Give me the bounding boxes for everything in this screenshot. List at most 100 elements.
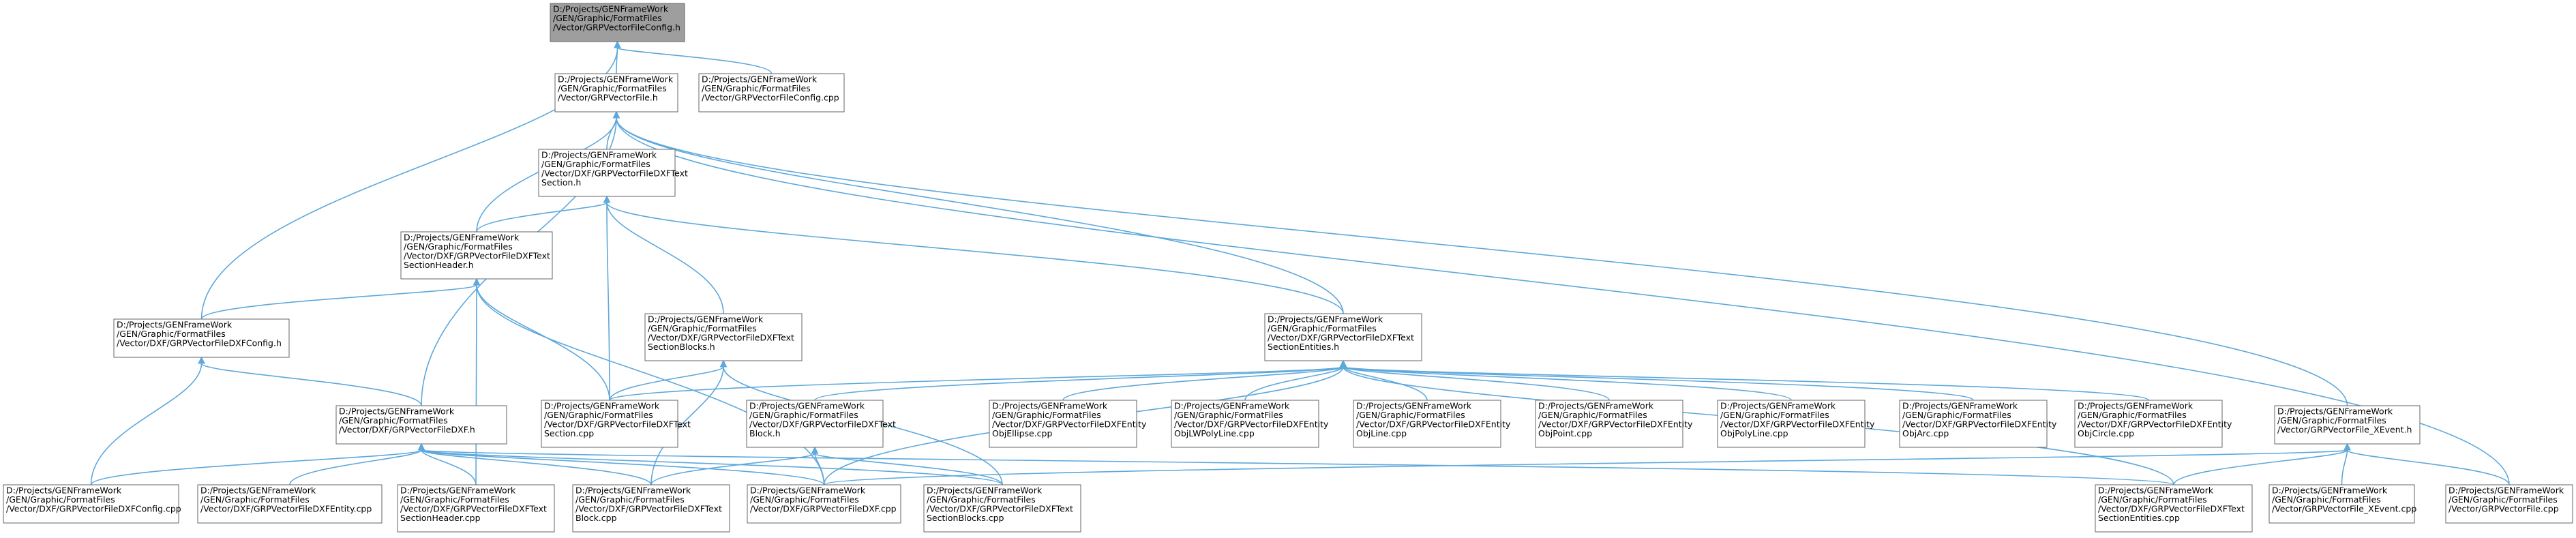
file-node-label-line: Section.cpp bbox=[544, 428, 594, 438]
edge-arrowhead bbox=[811, 446, 819, 454]
file-node-label-line: /Vector/DXF/GRPVectorFileDXFText bbox=[2098, 504, 2245, 514]
file-node-label-line: SectionBlocks.h bbox=[648, 342, 715, 352]
file-node-box bbox=[1353, 400, 1501, 448]
file-node-label-line: /Vector/GRPVectorFileConfig.cpp bbox=[702, 93, 839, 103]
file-node[interactable]: D:/Projects/GENFrameWork/GEN/Graphic/For… bbox=[1264, 313, 1422, 361]
file-node-label-line: /Vector/DXF/GRPVectorFileDXFText bbox=[927, 504, 1073, 514]
file-node[interactable]: D:/Projects/GENFrameWork/GEN/Graphic/For… bbox=[644, 313, 803, 361]
file-node-label-line: D:/Projects/GENFrameWork bbox=[404, 233, 520, 243]
file-node[interactable]: D:/Projects/GENFrameWork/GEN/Graphic/For… bbox=[1899, 400, 2057, 448]
dependency-edge bbox=[1062, 366, 1344, 401]
file-node-label-line: /Vector/GRPVectorFile.h bbox=[558, 93, 658, 103]
file-node-label-line: /Vector/DXF/GRPVectorFileDXFText bbox=[544, 419, 691, 430]
dependency-edge bbox=[1343, 366, 1610, 401]
dependency-edge bbox=[200, 284, 477, 320]
edge-arrowhead bbox=[2343, 443, 2351, 451]
file-node[interactable]: D:/Projects/GENFrameWork/GEN/Graphic/For… bbox=[538, 149, 688, 197]
file-node-label-line: ObjPoint.cpp bbox=[1538, 428, 1592, 438]
file-node[interactable]: D:/Projects/GENFrameWork/GEN/Graphic/For… bbox=[1353, 400, 1511, 448]
file-node[interactable]: D:/Projects/GENFrameWork/GEN/Graphic/For… bbox=[989, 400, 1147, 448]
file-node-label-line: D:/Projects/GENFrameWork bbox=[2448, 485, 2564, 496]
file-node[interactable]: D:/Projects/GENFrameWork/GEN/Graphic/For… bbox=[698, 73, 845, 113]
file-node-label-line: SectionEntities.cpp bbox=[2098, 513, 2180, 523]
file-node-label-line: ObjEllipse.cpp bbox=[992, 428, 1052, 438]
file-node[interactable]: D:/Projects/GENFrameWork/GEN/Graphic/For… bbox=[747, 484, 901, 524]
edge-arrowhead bbox=[612, 110, 620, 119]
file-node-label-line: D:/Projects/GENFrameWork bbox=[1720, 401, 1836, 411]
dependency-edge bbox=[616, 47, 773, 74]
file-node-label-line: SectionEntities.h bbox=[1268, 342, 1339, 352]
file-node[interactable]: D:/Projects/GENFrameWork/GEN/Graphic/For… bbox=[2274, 405, 2421, 445]
file-node[interactable]: D:/Projects/GENFrameWork/GEN/Graphic/For… bbox=[400, 231, 553, 280]
file-node-label-line: D:/Projects/GENFrameWork bbox=[992, 401, 1108, 411]
dependency-edge bbox=[606, 202, 610, 401]
file-node-label-line: /GEN/Graphic/FormatFiles bbox=[1538, 410, 1647, 420]
file-node-label-line: D:/Projects/GENFrameWork bbox=[553, 4, 669, 14]
dependency-edge bbox=[650, 453, 815, 485]
file-node[interactable]: D:/Projects/GENFrameWork/GEN/Graphic/For… bbox=[2268, 484, 2416, 524]
file-node-label-line: /GEN/Graphic/FormatFiles bbox=[2272, 494, 2381, 505]
file-node-box bbox=[1171, 400, 1319, 448]
dependency-edge bbox=[476, 284, 825, 485]
file-node-box bbox=[197, 484, 383, 524]
file-node-label-line: /Vector/DXF/GRPVectorFileDXFEntity bbox=[1174, 419, 1329, 430]
file-node[interactable]: D:/Projects/GENFrameWork/GEN/Graphic/For… bbox=[2445, 484, 2573, 524]
file-node-label-line: SectionHeader.cpp bbox=[400, 513, 481, 523]
file-node-label-line: ObjArc.cpp bbox=[1902, 428, 1949, 438]
file-node[interactable]: D:/Projects/GENFrameWork/GEN/Graphic/For… bbox=[397, 484, 555, 533]
file-node-box bbox=[572, 484, 730, 533]
file-node-box bbox=[400, 231, 553, 280]
edge-arrowhead bbox=[473, 278, 481, 286]
file-node-box bbox=[698, 73, 845, 113]
file-node-label-line: /GEN/Graphic/FormatFiles bbox=[2448, 494, 2558, 505]
file-node-label-line: /Vector/DXF/GRPVectorFileDXFEntity bbox=[1720, 419, 1875, 430]
file-node-label-line: /GEN/Graphic/FormatFiles bbox=[553, 13, 662, 23]
file-node-box bbox=[1899, 400, 2048, 448]
file-node[interactable]: D:/Projects/GENFrameWork/GEN/Graphic/For… bbox=[197, 484, 383, 524]
root-file-node: D:/Projects/GENFrameWork/GEN/Graphic/For… bbox=[550, 3, 685, 42]
file-node-label-line: /Vector/DXF/GRPVectorFileDXFText bbox=[404, 251, 550, 261]
file-node[interactable]: D:/Projects/GENFrameWork/GEN/Graphic/For… bbox=[923, 484, 1081, 533]
file-node[interactable]: D:/Projects/GENFrameWork/GEN/Graphic/For… bbox=[2095, 484, 2253, 533]
file-node[interactable]: D:/Projects/GENFrameWork/GEN/Graphic/For… bbox=[1171, 400, 1329, 448]
dependency-edge bbox=[616, 117, 2348, 406]
file-node[interactable]: D:/Projects/GENFrameWork/GEN/Graphic/For… bbox=[746, 400, 896, 448]
file-node-label-line: /GEN/Graphic/FormatFiles bbox=[2098, 494, 2207, 505]
edge-arrowhead bbox=[614, 40, 621, 48]
file-node[interactable]: D:/Projects/GENFrameWork/GEN/Graphic/For… bbox=[113, 318, 290, 358]
file-node-box bbox=[550, 3, 685, 42]
file-node-label-line: /GEN/Graphic/FormatFiles bbox=[1174, 410, 1283, 420]
file-node-label-line: D:/Projects/GENFrameWork bbox=[544, 401, 660, 411]
file-node-label-line: /Vector/DXF/GRPVectorFileDXFText bbox=[541, 168, 688, 179]
file-node[interactable]: D:/Projects/GENFrameWork/GEN/Graphic/For… bbox=[335, 405, 507, 445]
file-node-label-line: D:/Projects/GENFrameWork bbox=[1356, 401, 1472, 411]
file-node[interactable]: D:/Projects/GENFrameWork/GEN/Graphic/For… bbox=[541, 400, 691, 448]
file-node-label-line: /GEN/Graphic/FormatFiles bbox=[400, 494, 509, 505]
file-node[interactable]: D:/Projects/GENFrameWork/GEN/Graphic/For… bbox=[3, 484, 181, 524]
file-node-label-line: /GEN/Graphic/FormatFiles bbox=[117, 329, 226, 339]
file-node-box bbox=[2445, 484, 2573, 524]
file-node-label-line: /Vector/DXF/GRPVectorFileDXFText bbox=[749, 419, 896, 430]
file-node-label-line: /GEN/Graphic/FormatFiles bbox=[404, 241, 513, 252]
file-node-label-line: /GEN/Graphic/FormatFiles bbox=[558, 83, 667, 93]
file-node-label-line: Block.cpp bbox=[575, 513, 617, 523]
file-node-label-line: D:/Projects/GENFrameWork bbox=[2098, 485, 2214, 496]
file-node-label-line: /GEN/Graphic/FormatFiles bbox=[750, 494, 859, 505]
file-node-label-line: /Vector/DXF/GRPVectorFileDXFEntity bbox=[1538, 419, 1693, 430]
dependency-edge bbox=[814, 366, 1344, 401]
dependency-edge bbox=[421, 449, 2174, 485]
file-node-label-line: /GEN/Graphic/FormatFiles bbox=[992, 410, 1101, 420]
file-node-label-line: /Vector/DXF/GRPVectorFileDXFEntity.cpp bbox=[200, 504, 372, 514]
dependency-edge bbox=[1343, 366, 1792, 401]
dependency-edge bbox=[2341, 449, 2348, 485]
file-node[interactable]: D:/Projects/GENFrameWork/GEN/Graphic/For… bbox=[554, 73, 678, 113]
file-node[interactable]: D:/Projects/GENFrameWork/GEN/Graphic/For… bbox=[2074, 400, 2232, 448]
file-node-box bbox=[1717, 400, 1866, 448]
file-node[interactable]: D:/Projects/GENFrameWork/GEN/Graphic/For… bbox=[1535, 400, 1693, 448]
file-node[interactable]: D:/Projects/GENFrameWork/GEN/Graphic/For… bbox=[572, 484, 730, 533]
file-node-label-line: /Vector/DXF/GRPVectorFileDXFText bbox=[575, 504, 722, 514]
file-node-box bbox=[644, 313, 803, 361]
file-node-label-line: /Vector/GRPVectorFile.cpp bbox=[2448, 504, 2559, 514]
dependency-edge bbox=[1244, 366, 1344, 401]
file-node[interactable]: D:/Projects/GENFrameWork/GEN/Graphic/For… bbox=[1717, 400, 1875, 448]
